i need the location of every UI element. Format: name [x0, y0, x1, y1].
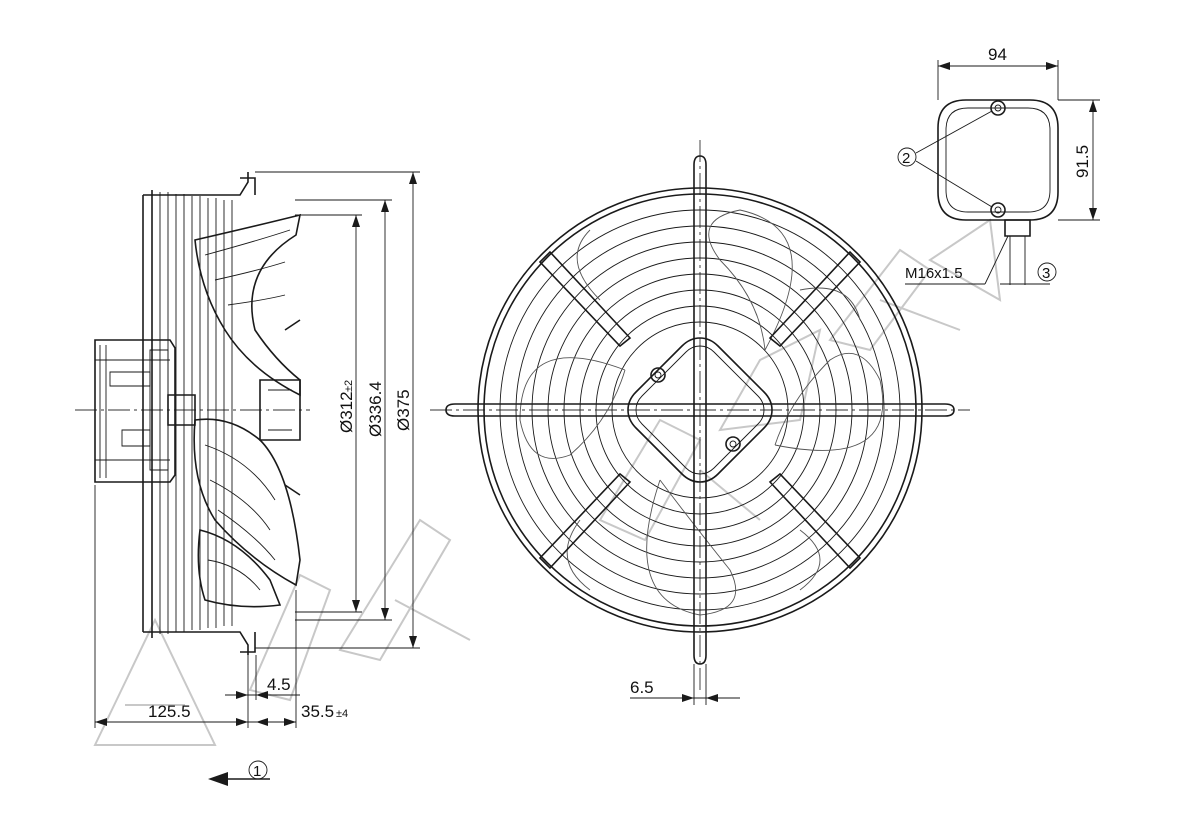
dim-box-width: 94 — [988, 45, 1007, 64]
length-dimensions: 125.5 35.5 ±4 4.5 — [94, 485, 348, 728]
dim-125-5: 125.5 — [148, 702, 191, 721]
thread-label: M16x1.5 — [905, 265, 963, 282]
dim-6-5: 6.5 — [630, 678, 654, 697]
mounting-struts — [445, 155, 955, 665]
dim-35-5-tol: ±4 — [336, 708, 348, 720]
strut-width-dimension: 6.5 — [630, 664, 740, 705]
dim-d312: Ø312 — [337, 391, 356, 433]
dim-d336: Ø336.4 — [366, 381, 385, 437]
fan-blades-front — [519, 209, 884, 616]
fan-front-view: 6.5 — [430, 140, 970, 705]
callout-2: 2 — [902, 150, 910, 167]
motor-hub — [627, 337, 773, 483]
motor-housing — [94, 339, 196, 483]
diameter-dimensions: Ø312 ±2 Ø336.4 Ø375 — [255, 171, 420, 649]
fan-guard-rings — [477, 187, 923, 633]
watermark — [93, 218, 1002, 746]
dim-d375: Ø375 — [394, 389, 413, 431]
dim-35-5: 35.5 — [301, 702, 334, 721]
callout-3: 3 — [1042, 265, 1050, 282]
dim-4-5: 4.5 — [267, 675, 291, 694]
terminal-box-detail: 94 91.5 2 M16x1.5 3 — [897, 45, 1100, 285]
dim-d312-tol: ±2 — [343, 380, 355, 392]
callout-1: 1 — [253, 763, 261, 780]
airflow-direction-callout: 1 — [208, 760, 270, 786]
dim-box-height: 91.5 — [1073, 145, 1092, 178]
fan-side-view — [75, 172, 310, 655]
fan-blades-side — [193, 213, 302, 608]
fan-guard-side — [142, 172, 256, 655]
